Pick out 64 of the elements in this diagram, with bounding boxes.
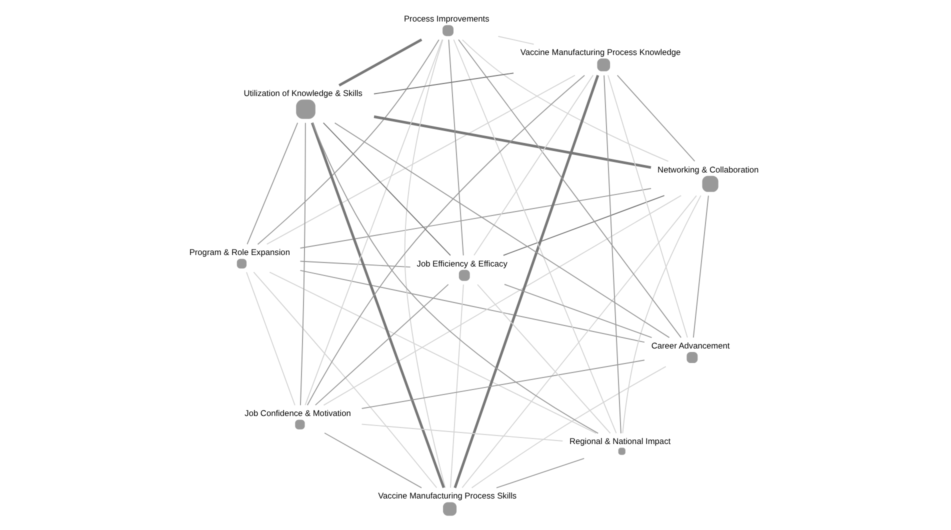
- connector: [299, 270, 644, 343]
- connector: [310, 122, 444, 488]
- connector: [616, 74, 695, 162]
- connector: [373, 115, 651, 169]
- connector: [256, 39, 439, 245]
- node-label: Regional & National Impact: [568, 436, 670, 446]
- connector: [622, 195, 701, 434]
- connector: [404, 39, 446, 488]
- connector: [496, 458, 584, 488]
- node-circle: [236, 258, 246, 268]
- connector: [692, 195, 708, 338]
- node-label: Job Efficiency & Efficacy: [416, 258, 507, 268]
- connector: [372, 72, 514, 94]
- connector: [452, 39, 616, 434]
- connector: [299, 188, 652, 249]
- node-label: Program & Role Expansion: [188, 247, 290, 258]
- connector: [338, 38, 422, 86]
- connector: [306, 74, 585, 406]
- connector: [502, 195, 664, 256]
- node-circle: [686, 352, 698, 363]
- connector: [603, 74, 621, 434]
- connector: [458, 39, 682, 338]
- connector: [268, 272, 596, 434]
- connector: [450, 284, 464, 488]
- connector: [246, 122, 298, 245]
- connector: [314, 284, 448, 406]
- node-circle: [596, 58, 610, 72]
- node-label: Job Confidence & Motivation: [244, 408, 350, 418]
- connector: [497, 36, 534, 45]
- node-label: Career Advancement: [650, 340, 730, 350]
- connector: [461, 39, 668, 162]
- connector: [461, 195, 696, 488]
- connector: [299, 260, 410, 268]
- node-circle: [442, 502, 456, 516]
- node-circle: [294, 420, 304, 430]
- connector: [360, 424, 563, 442]
- connector: [360, 360, 644, 409]
- connector: [504, 284, 652, 338]
- node-label: Networking & Collaboration: [657, 164, 758, 174]
- connector: [607, 74, 688, 338]
- connector: [252, 272, 437, 488]
- connector: [334, 122, 670, 338]
- connector: [266, 74, 575, 245]
- node-label: Vaccine Manufacturing Process Skills: [378, 490, 516, 501]
- connector: [322, 195, 682, 406]
- node-label: Vaccine Manufacturing Process Knowledge: [520, 46, 680, 57]
- connector: [470, 366, 666, 488]
- connector: [476, 284, 610, 434]
- node-circle: [442, 25, 453, 36]
- node-circle: [618, 448, 625, 455]
- node-label: Process Improvements: [403, 14, 489, 24]
- connector: [473, 74, 594, 256]
- connector: [324, 432, 422, 488]
- connector: [246, 272, 295, 406]
- node-circle: [458, 270, 470, 281]
- connector: [448, 39, 464, 256]
- connector: [299, 122, 306, 406]
- node-circle: [296, 100, 315, 119]
- node-label: Utilization of Knowledge & Skills: [243, 88, 362, 98]
- connector: [453, 74, 599, 488]
- connector: [312, 122, 598, 434]
- connector: [304, 39, 442, 406]
- connector: [322, 122, 450, 256]
- node-circle: [702, 176, 718, 192]
